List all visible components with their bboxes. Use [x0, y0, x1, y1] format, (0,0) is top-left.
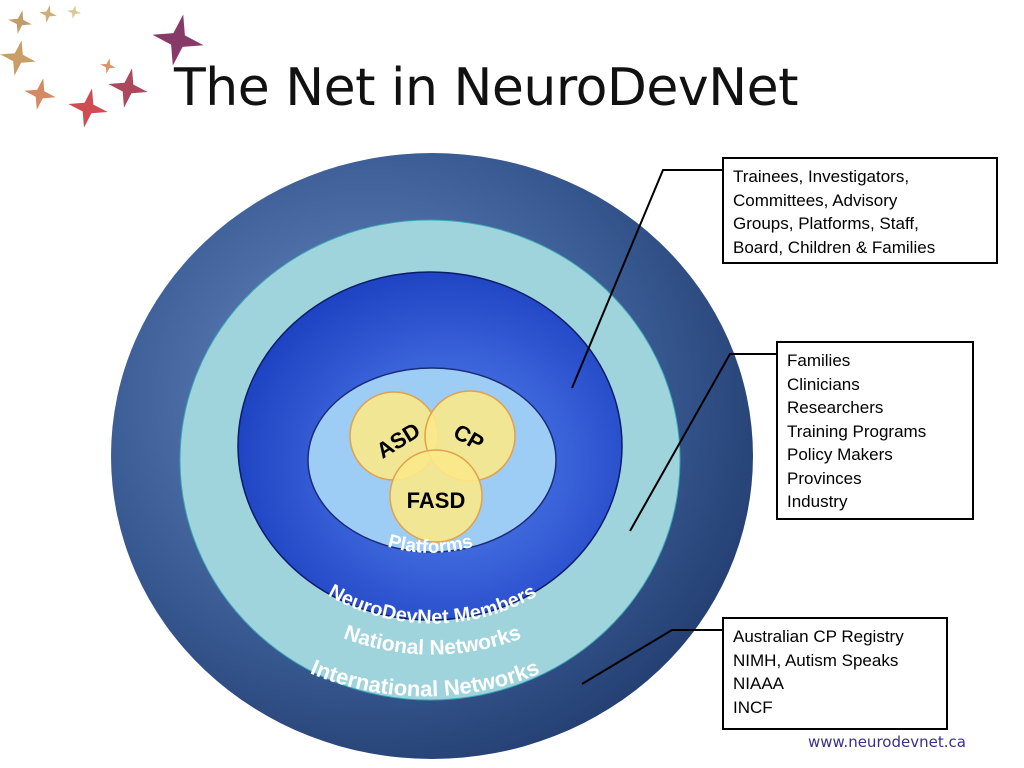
national-callout-box: Families Clinicians Researchers Training… — [776, 341, 974, 520]
fasd-circle — [389, 449, 483, 543]
fasd-label: FASD — [407, 488, 466, 513]
star-icon — [100, 58, 116, 74]
star-icon — [24, 78, 56, 110]
callout-line: Clinicians — [787, 374, 860, 394]
callout-line: NIMH, Autism Speaks — [733, 650, 899, 670]
callout-line: Board, Children & Families — [733, 237, 936, 257]
callout-line: Families — [787, 351, 851, 370]
members-leader-line — [571, 169, 722, 389]
callout-line: Committees, Advisory — [733, 190, 898, 210]
star-icon — [67, 5, 81, 19]
national-leader-line — [629, 353, 776, 532]
callout-line: Policy Makers — [787, 445, 893, 464]
star-icon — [152, 14, 204, 66]
international-callout-box: Australian CP Registry NIMH, Autism Spea… — [722, 617, 948, 730]
callout-line: Training Programs — [787, 421, 927, 441]
star-icon — [0, 40, 36, 76]
star-icon — [8, 10, 32, 34]
callout-line: NIAAA — [733, 674, 785, 693]
star-icon — [39, 5, 57, 23]
callout-line: Australian CP Registry — [733, 627, 904, 646]
star-icon — [68, 88, 108, 128]
callout-line: INCF — [733, 697, 773, 717]
callout-line: Researchers — [787, 398, 884, 417]
page-title: The Net in NeuroDevNet — [174, 58, 798, 118]
members-callout-box: Trainees, Investigators, Committees, Adv… — [722, 157, 998, 264]
website-link[interactable]: www.neurodevnet.ca — [808, 733, 966, 751]
decorative-stars-icon — [0, 5, 204, 128]
callout-line: Provinces — [787, 468, 862, 488]
callout-line: Industry — [787, 492, 848, 511]
star-icon — [108, 68, 148, 108]
callout-line: Groups, Platforms, Staff, — [733, 214, 919, 233]
international-leader-line — [581, 629, 722, 685]
callout-line: Trainees, Investigators, — [733, 167, 910, 186]
